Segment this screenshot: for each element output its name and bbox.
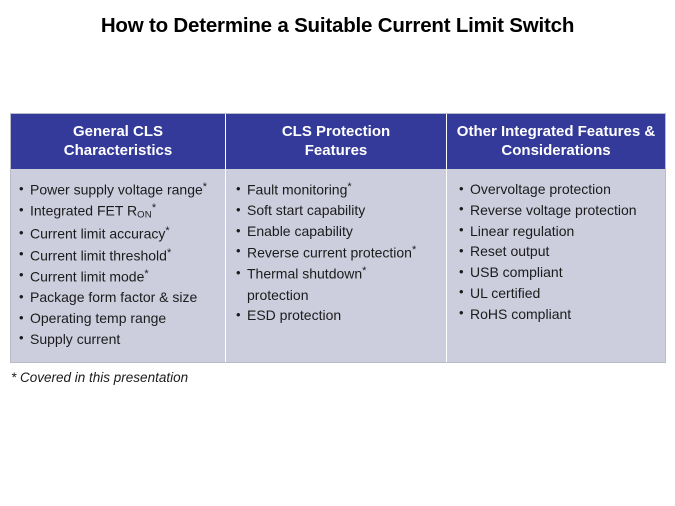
list-item: Thermal shutdown*: [236, 263, 442, 284]
footnote-marker: *: [144, 267, 149, 280]
list-item-label: Integrated FET R: [30, 202, 138, 219]
list-item-label: Package form factor & size: [30, 289, 198, 306]
footnote-marker: *: [347, 181, 352, 193]
list-item: Current limit mode*: [19, 265, 221, 287]
footnote-marker: *: [411, 243, 417, 256]
list-item-label: Current limit threshold: [30, 247, 167, 264]
list-item-label: Enable capability: [247, 223, 353, 240]
list-item-subscript: ON: [137, 210, 152, 222]
list-item-label: Soft start capability: [247, 202, 366, 219]
table-column-other-integrated-features: Other Integrated Features & Consideratio…: [447, 114, 665, 362]
list-item-label: Linear regulation: [470, 222, 575, 239]
footnote-covered-in-presentation: * Covered in this presentation: [11, 370, 189, 385]
column-body-other-integrated-features: Overvoltage protectionReverse voltage pr…: [447, 169, 665, 362]
list-item: Reverse current protection*: [236, 241, 442, 263]
page-title: How to Determine a Suitable Current Limi…: [100, 14, 575, 37]
list-item: ESD protection: [236, 305, 442, 326]
footnote-marker: *: [166, 246, 172, 259]
list-item: Power supply voltage range*: [19, 178, 221, 200]
column-header-cls-protection-features: CLS Protection Features: [226, 114, 446, 169]
list-item: Current limit accuracy*: [19, 223, 221, 244]
list-item: Operating temp range: [19, 308, 221, 329]
table-column-cls-protection-features: CLS Protection Features Fault monitoring…: [226, 114, 447, 362]
list-item-label: RoHS compliant: [470, 305, 572, 322]
list-item-label: Supply current: [30, 330, 121, 347]
bullet-list-cls-protection-features: Fault monitoring*Soft start capabilityEn…: [236, 178, 442, 326]
list-item: Supply current: [19, 328, 221, 350]
column-header-line-2: Characteristics: [63, 142, 173, 159]
list-item: Package form factor & size: [19, 287, 221, 308]
list-item: Integrated FET RON*: [19, 200, 221, 223]
column-body-general-cls-characteristics: Power supply voltage range*Integrated FE…: [11, 169, 225, 362]
list-item-continuation: protection: [247, 286, 309, 303]
list-item: Reset output: [459, 241, 661, 262]
column-header-other-integrated-features: Other Integrated Features & Consideratio…: [447, 114, 665, 169]
footnote-marker: *: [362, 265, 367, 278]
list-item: Soft start capability: [236, 200, 442, 221]
bullet-list-general-cls-characteristics: Power supply voltage range*Integrated FE…: [19, 178, 221, 350]
list-item: Reverse voltage protection: [459, 199, 661, 221]
footnote-marker: *: [151, 202, 157, 215]
list-item: Linear regulation: [459, 220, 661, 242]
list-item-label: Power supply voltage range: [30, 181, 203, 198]
list-item: Enable capability: [236, 221, 442, 242]
list-item-label: Reset output: [470, 243, 550, 260]
column-header-line-1: General CLS: [72, 122, 164, 140]
bullet-list-other-integrated-features: Overvoltage protectionReverse voltage pr…: [459, 179, 661, 324]
list-item-label: Operating temp range: [30, 310, 167, 327]
list-item: UL certified: [459, 282, 661, 304]
footnote-marker: *: [202, 181, 208, 193]
list-item-label: Current limit accuracy: [30, 225, 166, 242]
cls-comparison-table: General CLS Characteristics Power supply…: [10, 113, 666, 363]
column-header-line-2: Features: [304, 142, 368, 159]
list-item-label: UL certified: [470, 284, 541, 301]
column-body-cls-protection-features: Fault monitoring*Soft start capabilityEn…: [226, 169, 446, 362]
column-header-line-1: CLS Protection: [281, 122, 391, 140]
list-item-label: Thermal shutdown: [247, 265, 363, 282]
table-column-general-cls-characteristics: General CLS Characteristics Power supply…: [11, 114, 226, 362]
list-item: Fault monitoring*: [236, 178, 442, 200]
list-item-label: Reverse voltage protection: [470, 201, 637, 218]
list-item-label: Overvoltage protection: [470, 181, 611, 197]
column-header-line-1: Other Integrated Features &: [456, 122, 656, 140]
column-header-general-cls-characteristics: General CLS Characteristics: [11, 114, 225, 169]
list-item-label: Current limit mode: [30, 268, 145, 285]
list-item: USB compliant: [459, 262, 661, 283]
column-header-line-2: Considerations: [501, 142, 611, 159]
list-item-label: Fault monitoring: [247, 181, 348, 198]
list-item-label: Reverse current protection: [247, 244, 412, 261]
list-item-label: ESD protection: [247, 307, 342, 324]
list-item: Current limit threshold*: [19, 244, 221, 266]
list-item-label: USB compliant: [470, 264, 563, 281]
list-item: Overvoltage protection: [459, 179, 661, 200]
list-item: RoHS compliant: [459, 303, 661, 325]
footnote-marker: *: [165, 225, 170, 238]
